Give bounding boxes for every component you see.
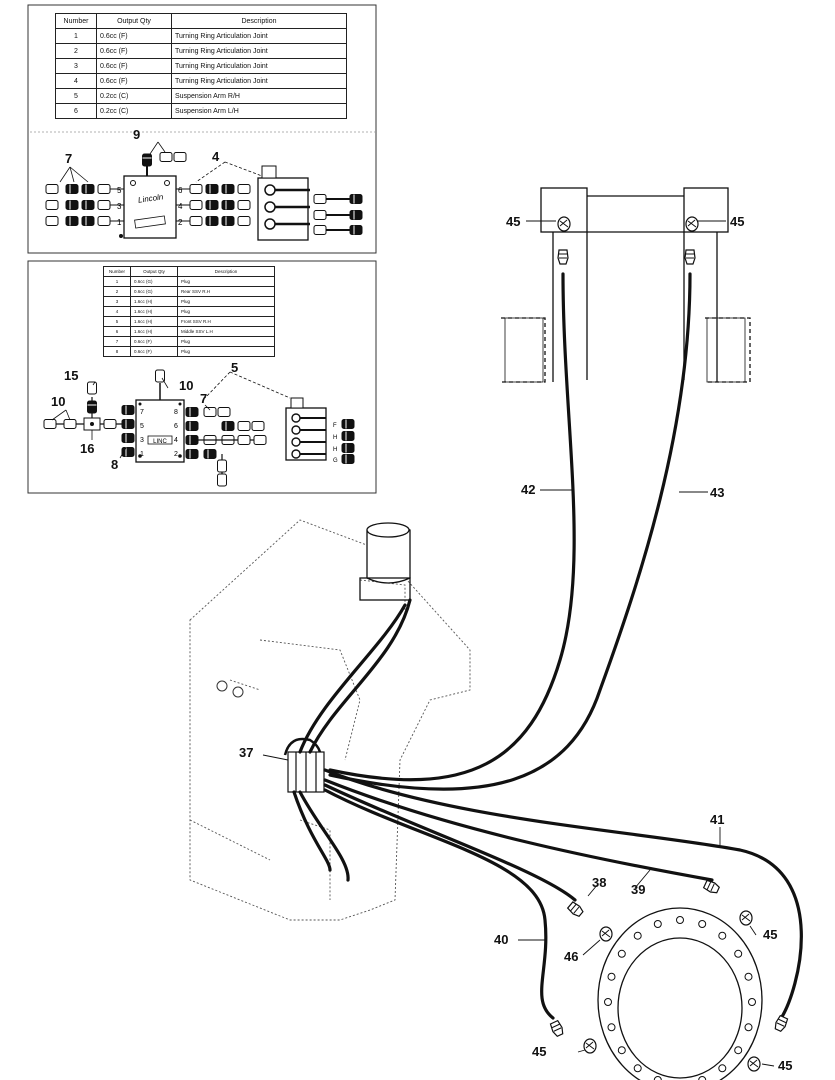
bolt-hole (607, 972, 616, 981)
grease-fitting-icon (739, 910, 753, 926)
port-label: 5 (140, 423, 144, 430)
hose-end-icon (566, 900, 585, 919)
callout-40: 40 (494, 932, 509, 947)
callout-41: 41 (710, 812, 725, 827)
bolt-hole (718, 1064, 727, 1073)
suspension-frame (501, 187, 751, 383)
divider-block-2 (43, 369, 355, 487)
callout-9: 9 (133, 127, 141, 142)
callout-15: 15 (64, 368, 79, 383)
table-row: 6 0.2cc (C) Suspension Arm L/H (55, 103, 347, 119)
table-cell: Suspension Arm L/H (171, 103, 347, 119)
callout-8: 8 (111, 457, 119, 472)
hose-end-icon (702, 878, 721, 896)
bolt-hole (676, 916, 684, 924)
port-label: 7 (140, 409, 144, 416)
port-label: 8 (174, 409, 178, 416)
bolt-icon (216, 680, 228, 692)
bolt-hole (607, 1023, 616, 1032)
hose-end-icon (557, 249, 569, 265)
block-2-brand: LINC (153, 439, 167, 445)
bolt-icon (232, 686, 244, 698)
callout-16: 16 (80, 441, 95, 456)
bolt-hole (653, 1076, 662, 1080)
port-label: 6 (174, 423, 178, 430)
grease-fitting-icon (557, 216, 571, 232)
bolt-hole (734, 949, 743, 958)
reservoir-pump (359, 522, 411, 601)
callout-10: 10 (179, 378, 194, 393)
bolt-hole (744, 1023, 753, 1032)
port-label: 3 (140, 437, 144, 444)
callout-45-ring: 45 (763, 927, 778, 942)
port-label: 1 (117, 218, 122, 227)
table-cell: Plug (177, 346, 275, 357)
port-label: 6 (178, 186, 183, 195)
callout-42: 42 (521, 482, 536, 497)
callout-39: 39 (631, 882, 646, 897)
callout-4: 4 (212, 149, 220, 164)
table-header-row: Number Output Qty Description (55, 13, 347, 29)
port-label: 4 (178, 202, 183, 211)
fitting-46-icon (599, 926, 613, 942)
bolt-hole (633, 1064, 642, 1073)
port-label: 4 (174, 437, 178, 444)
bolt-hole (617, 949, 626, 958)
hose-end-icon (548, 1019, 566, 1038)
divider-block-37 (283, 737, 325, 793)
port-label: 2 (174, 451, 178, 458)
port-label: 1 (140, 451, 144, 458)
callout-45-right: 45 (730, 214, 745, 229)
bolt-hole (604, 998, 612, 1006)
hose-end-icon (684, 249, 696, 265)
bolt-hole (698, 1076, 707, 1080)
port-label: 3 (117, 202, 122, 211)
port-label: 5 (117, 186, 122, 195)
bolt-hole (744, 972, 753, 981)
bolt-hole (718, 931, 727, 940)
valve-letter: H (333, 435, 337, 441)
grease-fitting-icon (747, 1056, 761, 1072)
callout-5: 5 (231, 360, 239, 375)
bolt-hole (633, 931, 642, 940)
bolt-hole (653, 920, 662, 928)
valve-letter: H (333, 447, 337, 453)
table-row: 2 0.6cc (F) Turning Ring Articulation Jo… (55, 43, 347, 59)
callout-leaders (262, 220, 775, 1067)
output-spec-table-1: Number Output Qty Description 1 0.6cc (F… (55, 13, 347, 119)
port-label: 2 (178, 218, 183, 227)
table-row: 3 0.6cc (F) Turning Ring Articulation Jo… (55, 58, 347, 74)
block-1-brand: Lincoln (137, 192, 164, 205)
divider-block-1 (45, 141, 363, 241)
valve-letter: G (333, 458, 338, 464)
callout-45-bottom: 45 (532, 1044, 547, 1059)
valve-letter: F (333, 423, 337, 429)
bolt-hole (698, 920, 707, 928)
callout-38: 38 (592, 875, 607, 890)
callout-7-lower: 7 (200, 391, 208, 406)
panel-border-top (27, 4, 377, 254)
turning-ring (597, 907, 763, 1080)
callout-37: 37 (239, 745, 254, 760)
callout-43: 43 (710, 485, 725, 500)
callout-45-bottom-right: 45 (778, 1058, 793, 1073)
hose-lines (292, 272, 803, 1022)
bolt-hole (748, 998, 756, 1006)
ring-bolt-holes (604, 916, 756, 1080)
bolt-hole (617, 1046, 626, 1055)
callout-45-left: 45 (506, 214, 521, 229)
callout-10-left: 10 (51, 394, 66, 409)
grease-fitting-icon (685, 216, 699, 232)
callout-46: 46 (564, 949, 579, 964)
panel-border-bottom (27, 260, 377, 494)
hose-end-icon (772, 1014, 790, 1033)
grease-fitting-icon (583, 1038, 597, 1054)
callout-7: 7 (65, 151, 73, 166)
bolt-hole (734, 1046, 743, 1055)
